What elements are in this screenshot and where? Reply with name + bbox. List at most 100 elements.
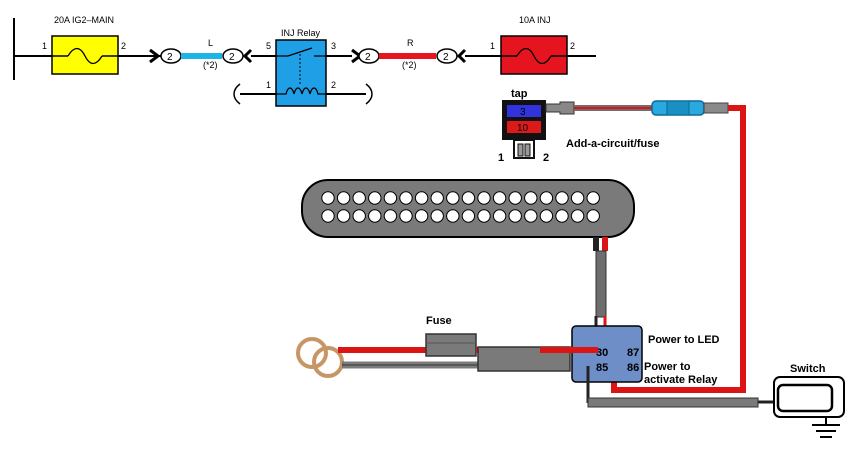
svg-text:1: 1 [498,152,504,164]
svg-text:2: 2 [167,52,173,63]
led-dot [336,209,351,223]
label-power-activate-2: activate Relay [644,374,718,386]
switch: Switch [773,363,845,438]
fuse-ig2-main-label: 20A IG2–MAIN [54,15,114,25]
fuse-element-icon [516,47,552,65]
svg-text:2: 2 [331,80,336,90]
led-dot [570,191,585,205]
top-circuit: 20A IG2–MAIN 1 2 2 L (*2) 2 INJ Relay 5 … [13,15,596,107]
connector-left-b: 2 [222,48,253,64]
led-dot [321,209,335,223]
add-a-circuit-tap: tap 3 10 1 2 Add-a-circuit/fuse [498,88,660,164]
break-mark-icon [233,83,241,105]
led-dot [430,209,444,223]
led-dot [368,209,382,223]
relay-coil-icon [276,87,326,95]
ring-terminal-icon [296,337,328,369]
tap-caption: Add-a-circuit/fuse [566,138,660,150]
led-dot [555,191,569,205]
led-dot [477,191,491,205]
led-dot [414,191,429,205]
wire-85-to-switch [587,397,759,408]
tap-title: tap [511,88,528,100]
inline-fuse-holder [425,333,477,357]
led-dot [555,209,569,223]
led-dot [461,191,476,205]
relay-switch-icon [276,47,326,57]
led-dot [321,191,335,205]
fuse-ig2-main: 20A IG2–MAIN 1 2 [42,15,126,75]
label-power-activate-1: Power to [644,361,691,373]
svg-text:1: 1 [266,80,271,90]
fuse-ig2-main-pin1: 1 [42,41,47,51]
label-power-to-led: Power to LED [648,334,720,346]
fuse-10a-inj-label: 10A INJ [519,15,551,25]
relay-pin-87: 87 [627,347,639,359]
switch-body [776,383,834,413]
led-dot [352,209,366,223]
connector-right-a: 2 [351,48,380,64]
led-dot [492,209,507,223]
led-dot [539,191,554,205]
led-dot [477,209,491,223]
led-dot [570,209,585,223]
led-dot [586,191,600,205]
fuse-10a-inj: 10A INJ 1 2 [490,15,575,75]
wire-L-note: (*2) [203,60,218,70]
svg-text:1: 1 [490,41,495,51]
led-dot [461,209,476,223]
svg-text:2: 2 [543,152,549,164]
led-dot [446,191,460,205]
led-dot [399,209,413,223]
tap-blades [513,139,535,159]
led-dot [399,191,413,205]
relay-pin-86: 86 [627,362,639,374]
led-dot [383,209,398,223]
connector-right-b: 2 [436,48,467,64]
led-dot [508,191,522,205]
battery-feed: Fuse [296,315,598,378]
break-mark-icon [365,83,373,105]
tap-fuse-10 [507,121,541,133]
fuse-holder-label: Fuse [426,315,452,327]
led-dot [383,191,398,205]
svg-text:2: 2 [570,41,575,51]
led-dot [586,209,600,223]
inj-relay-label: INJ Relay [281,28,321,38]
relay-pin-85: 85 [596,362,608,374]
led-dots [321,191,600,223]
relay-block: 30 87 85 86 Power to LED Power to activa… [571,325,720,386]
led-dot [539,209,554,223]
led-dot [492,191,507,205]
wire-L-label: L [208,38,213,48]
fuse-ig2-main-pin2: 2 [121,41,126,51]
inj-relay: INJ Relay 5 3 1 2 [266,28,336,107]
led-dot [430,191,444,205]
led-light-bar [301,179,635,238]
relay-pin-30: 30 [596,347,608,359]
fuse-element-icon [67,47,103,65]
connector-left-a: 2 [149,48,182,64]
led-dot [336,191,351,205]
wire-R-label: R [407,38,414,48]
butt-connector [651,100,729,116]
led-dot [368,191,382,205]
svg-text:2: 2 [443,52,449,63]
led-bar-housing [301,179,635,238]
svg-text:5: 5 [266,41,271,51]
svg-text:10: 10 [517,123,529,134]
led-dot [524,209,538,223]
led-dot [446,209,460,223]
ground-icon [812,424,840,438]
svg-text:3: 3 [520,107,526,118]
wire-R-note: (*2) [402,60,417,70]
led-dot [352,191,366,205]
led-dot [414,209,429,223]
svg-text:3: 3 [331,41,336,51]
led-dot [524,191,538,205]
wire-led-sheath [595,250,607,318]
switch-label: Switch [790,363,826,375]
inj-relay-body [275,39,327,107]
svg-text:2: 2 [365,52,371,63]
